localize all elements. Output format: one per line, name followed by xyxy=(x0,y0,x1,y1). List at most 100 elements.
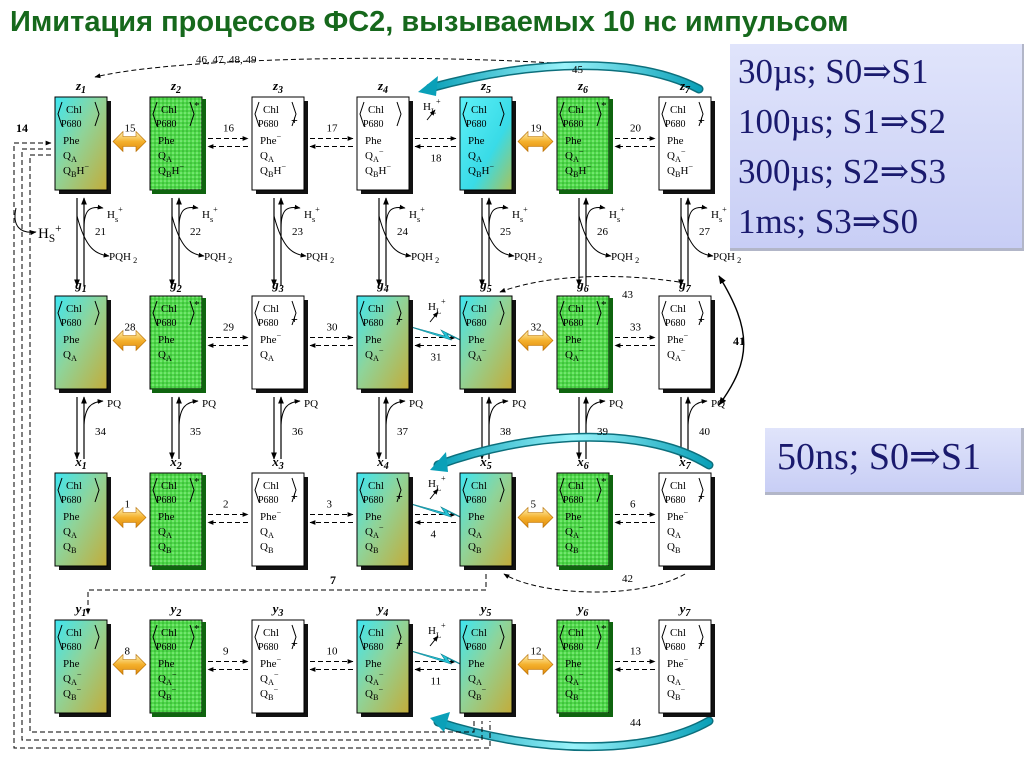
svg-text:P680: P680 xyxy=(563,642,584,653)
hs-big-arrow xyxy=(14,207,37,236)
proton-arrow xyxy=(385,204,406,229)
box-line: QBH− xyxy=(63,162,89,179)
state-label-x5: x5 xyxy=(479,454,492,472)
box-line: Phe xyxy=(468,135,485,147)
box-line: Phe xyxy=(63,511,80,523)
svg-text:Chl: Chl xyxy=(161,627,177,639)
transition-number: 5 xyxy=(531,499,537,511)
box-line: QBH− xyxy=(468,162,494,179)
svg-text:*: * xyxy=(194,623,200,635)
state-label-x2: x2 xyxy=(169,454,182,472)
arc-label-14: 14 xyxy=(16,121,28,135)
box-line: Phe xyxy=(158,658,175,670)
proton-arrow xyxy=(280,204,301,229)
box-line: Phe xyxy=(468,511,485,523)
svg-text:*: * xyxy=(194,100,200,112)
hl-label: HL+ xyxy=(428,474,446,493)
box-line: QA− xyxy=(565,147,584,164)
hl-arrow-z xyxy=(426,109,436,121)
vertical-number: 24 xyxy=(397,226,409,238)
pqh2-label: PQH 2 xyxy=(514,251,542,265)
svg-text:P680: P680 xyxy=(563,318,584,329)
pqh2-arrow xyxy=(378,215,412,258)
box-line: QB xyxy=(468,541,482,555)
svg-text:Chl: Chl xyxy=(568,480,584,492)
box-line: QA xyxy=(63,150,77,164)
svg-text:*: * xyxy=(601,623,607,635)
box-line: QA− xyxy=(667,346,686,363)
box-line: QB− xyxy=(468,685,486,702)
box-line: QA− xyxy=(667,147,686,164)
box-line: QBH− xyxy=(667,162,693,179)
svg-text:+: + xyxy=(396,312,403,326)
transition-number: 11 xyxy=(431,676,442,688)
proton-arrow xyxy=(178,204,199,229)
svg-text:P680: P680 xyxy=(665,318,686,329)
box-line: Phe xyxy=(565,511,582,523)
timing-line-4: 1ms; S3⇒S0 xyxy=(738,202,919,241)
ns-pulse-label: 50ns; S0⇒S1 xyxy=(777,436,981,478)
pqh2-arrow xyxy=(273,215,307,258)
return-loop-14 xyxy=(13,140,491,749)
box-line: QA xyxy=(63,526,77,540)
state-label-y2: y2 xyxy=(169,601,182,619)
vertical-number: 22 xyxy=(190,226,201,238)
svg-text:P680: P680 xyxy=(156,642,177,653)
pqh2-arrow xyxy=(481,215,515,258)
exchange-arc-41 xyxy=(718,275,745,406)
box-line: QB− xyxy=(667,685,685,702)
svg-text:P680: P680 xyxy=(61,119,82,130)
state-label-g7: g7 xyxy=(678,277,692,295)
svg-text:Chl: Chl xyxy=(263,627,279,639)
vertical-number: 37 xyxy=(397,426,409,438)
box-line: QB xyxy=(667,541,681,555)
transition-number: 33 xyxy=(630,322,642,334)
box-line: QA− xyxy=(365,346,384,363)
state-label-g3: g3 xyxy=(271,277,284,295)
svg-text:P680: P680 xyxy=(258,318,279,329)
box-line: Phe xyxy=(63,135,80,147)
state-label-g2: g2 xyxy=(169,277,182,295)
svg-text:+: + xyxy=(698,636,705,650)
arc-label-44: 44 xyxy=(630,717,642,729)
return-loop-14b xyxy=(21,148,483,741)
state-label-g4: g4 xyxy=(376,277,389,295)
box-line: QA xyxy=(667,526,681,540)
state-label-y5: y5 xyxy=(479,601,492,619)
svg-text:Chl: Chl xyxy=(66,480,82,492)
svg-text:*: * xyxy=(601,476,607,488)
box-line: Phe xyxy=(365,334,382,346)
svg-text:Chl: Chl xyxy=(66,303,82,315)
pqh2-label: PQH 2 xyxy=(204,251,232,265)
transition-number: 31 xyxy=(431,352,442,364)
transition-number: 28 xyxy=(125,322,137,334)
svg-text:Chl: Chl xyxy=(568,303,584,315)
box-line: QB xyxy=(565,541,579,555)
box-line: QA− xyxy=(365,670,384,687)
transition-arrow-x5 xyxy=(517,506,554,529)
pq-in-arrow xyxy=(178,399,199,426)
state-label-g6: g6 xyxy=(576,277,589,295)
transition-number: 20 xyxy=(630,123,642,135)
transition-number: 4 xyxy=(431,529,437,541)
transition-number: 18 xyxy=(431,153,443,165)
transition-number: 3 xyxy=(327,499,333,511)
state-label-z6: z6 xyxy=(577,78,588,96)
svg-text:Chl: Chl xyxy=(66,627,82,639)
box-line: QB− xyxy=(63,685,81,702)
svg-text:P680: P680 xyxy=(363,318,384,329)
vertical-number: 35 xyxy=(190,426,202,438)
svg-text:P680: P680 xyxy=(466,318,487,329)
hs-label: Hs+ xyxy=(409,205,425,224)
box-line: QB− xyxy=(158,685,176,702)
hl-label: HL+ xyxy=(428,621,446,640)
pq-label: PQ xyxy=(409,398,423,410)
